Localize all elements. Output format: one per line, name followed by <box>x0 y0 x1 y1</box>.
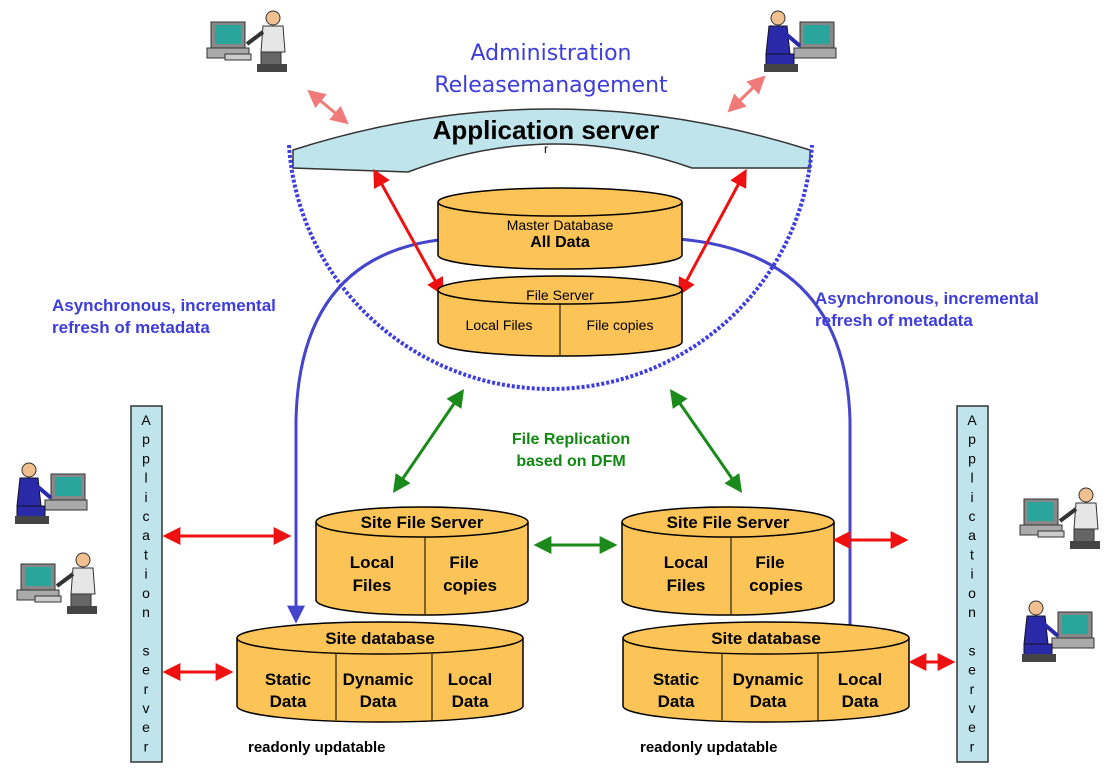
async-left-line2: refresh of metadata <box>52 318 210 337</box>
right-server-letter-1: p <box>968 431 976 447</box>
left-server-letter-8: i <box>144 566 147 582</box>
site-file-server-left-local: Local <box>350 553 394 572</box>
site-database-right-dynamic-data: Data <box>750 692 787 711</box>
site-file-server-left-copies: copies <box>443 576 497 595</box>
site-file-server-right: Site File Server Local Files File copies <box>621 506 835 616</box>
left-server-letter-2: p <box>142 450 150 466</box>
site-file-server-left: Site File Server Local Files File copies <box>315 506 529 616</box>
admin-label-line2: Releasemanagement <box>434 73 668 98</box>
master-database-subtitle: All Data <box>530 234 590 251</box>
red-arrow-master-right <box>678 168 747 297</box>
bottom-label-left: readonly updatable <box>248 739 386 756</box>
right-server-letter-10: n <box>968 604 976 620</box>
bottom-label-right: readonly updatable <box>640 739 778 756</box>
site-file-server-left-title: Site File Server <box>361 513 484 532</box>
site-database-right-static: Static <box>653 670 699 689</box>
right-server-letter-2: p <box>968 450 976 466</box>
green-arrow-right <box>669 389 743 493</box>
user-icon-left-2 <box>15 551 99 616</box>
application-server-label: Application server <box>433 115 660 145</box>
replication-line1: File Replication <box>512 431 630 448</box>
red-arrow-master-left <box>373 168 444 297</box>
admin-label-line1: Administration <box>471 41 632 66</box>
site-database-left-dynamic: Dynamic <box>343 670 414 689</box>
file-server-title: File Server <box>526 287 594 303</box>
site-database-right-title: Site database <box>711 629 821 648</box>
user-icon-right-2 <box>1020 599 1096 664</box>
left-server-letter-17: r <box>144 738 149 754</box>
left-server-letter-14: r <box>144 681 149 697</box>
right-server-letter-0: A <box>967 412 977 428</box>
right-server-letter-13: e <box>968 662 976 678</box>
site-file-server-right-files: Files <box>667 576 706 595</box>
site-database-right-local-data: Data <box>842 692 879 711</box>
application-server-arch <box>292 108 811 173</box>
right-server-letter-16: e <box>968 719 976 735</box>
master-database-title: Master Database <box>507 217 614 233</box>
left-server-letter-15: v <box>143 700 150 716</box>
file-server: File Server Local Files File copies <box>437 275 683 357</box>
right-server-letter-6: a <box>968 527 976 543</box>
right-server-letter-5: c <box>969 508 976 524</box>
site-database-right: Site database Static Data Dynamic Data L… <box>622 621 910 723</box>
site-database-right-static-data: Data <box>658 692 695 711</box>
left-server-letter-16: e <box>142 719 150 735</box>
left-server-letter-9: o <box>142 585 150 601</box>
left-server-letter-1: p <box>142 431 150 447</box>
right-server-letter-14: r <box>970 681 975 697</box>
user-icon-top-right <box>762 9 838 74</box>
site-file-server-left-file: File <box>449 553 478 572</box>
left-server-letter-13: e <box>142 662 150 678</box>
user-icon-left-1 <box>13 461 89 526</box>
site-file-server-right-local: Local <box>664 553 708 572</box>
file-server-local-files: Local Files <box>466 317 533 333</box>
right-server-letter-15: v <box>969 700 976 716</box>
async-right-line1: Asynchronous, incremental <box>815 289 1039 308</box>
left-server-letter-4: i <box>144 489 147 505</box>
left-server-letter-6: a <box>142 527 150 543</box>
left-server-letter-7: t <box>144 546 148 562</box>
site-file-server-right-file: File <box>755 553 784 572</box>
site-database-left-title: Site database <box>325 629 435 648</box>
left-server-letter-3: l <box>144 470 147 486</box>
site-database-left-local-data: Data <box>452 692 489 711</box>
green-arrow-left <box>392 389 465 493</box>
site-database-right-local: Local <box>838 670 882 689</box>
left-server-letter-10: n <box>142 604 150 620</box>
site-database-left-static-data: Data <box>270 692 307 711</box>
left-server-letter-12: s <box>143 642 150 658</box>
right-server-letter-12: s <box>969 642 976 658</box>
right-server-letter-4: i <box>970 489 973 505</box>
left-server-letter-5: c <box>143 508 150 524</box>
application-server-stray-mark: r <box>544 142 548 156</box>
master-database: Master Database All Data <box>437 187 683 270</box>
replication-line2: based on DFM <box>516 453 625 470</box>
async-left-line1: Asynchronous, incremental <box>52 296 276 315</box>
file-server-file-copies: File copies <box>587 317 654 333</box>
site-database-left-dynamic-data: Data <box>360 692 397 711</box>
site-file-server-right-copies: copies <box>749 576 803 595</box>
right-server-letter-7: t <box>970 546 974 562</box>
right-server-letter-3: l <box>970 470 973 486</box>
async-right-line2: refresh of metadata <box>815 311 973 330</box>
site-file-server-right-title: Site File Server <box>667 513 790 532</box>
site-file-server-left-files: Files <box>353 576 392 595</box>
user-icon-top-left <box>205 9 289 74</box>
site-database-right-dynamic: Dynamic <box>733 670 804 689</box>
site-database-left: Site database Static Data Dynamic Data L… <box>236 621 524 723</box>
right-server-letter-8: i <box>970 566 973 582</box>
user-icon-right-1 <box>1018 486 1102 551</box>
right-server-letter-9: o <box>968 585 976 601</box>
pink-arrow-right <box>727 75 766 113</box>
site-database-left-local: Local <box>448 670 492 689</box>
pink-arrow-left <box>307 89 349 125</box>
left-server-letter-0: A <box>141 412 151 428</box>
site-database-left-static: Static <box>265 670 311 689</box>
right-server-letter-17: r <box>970 738 975 754</box>
